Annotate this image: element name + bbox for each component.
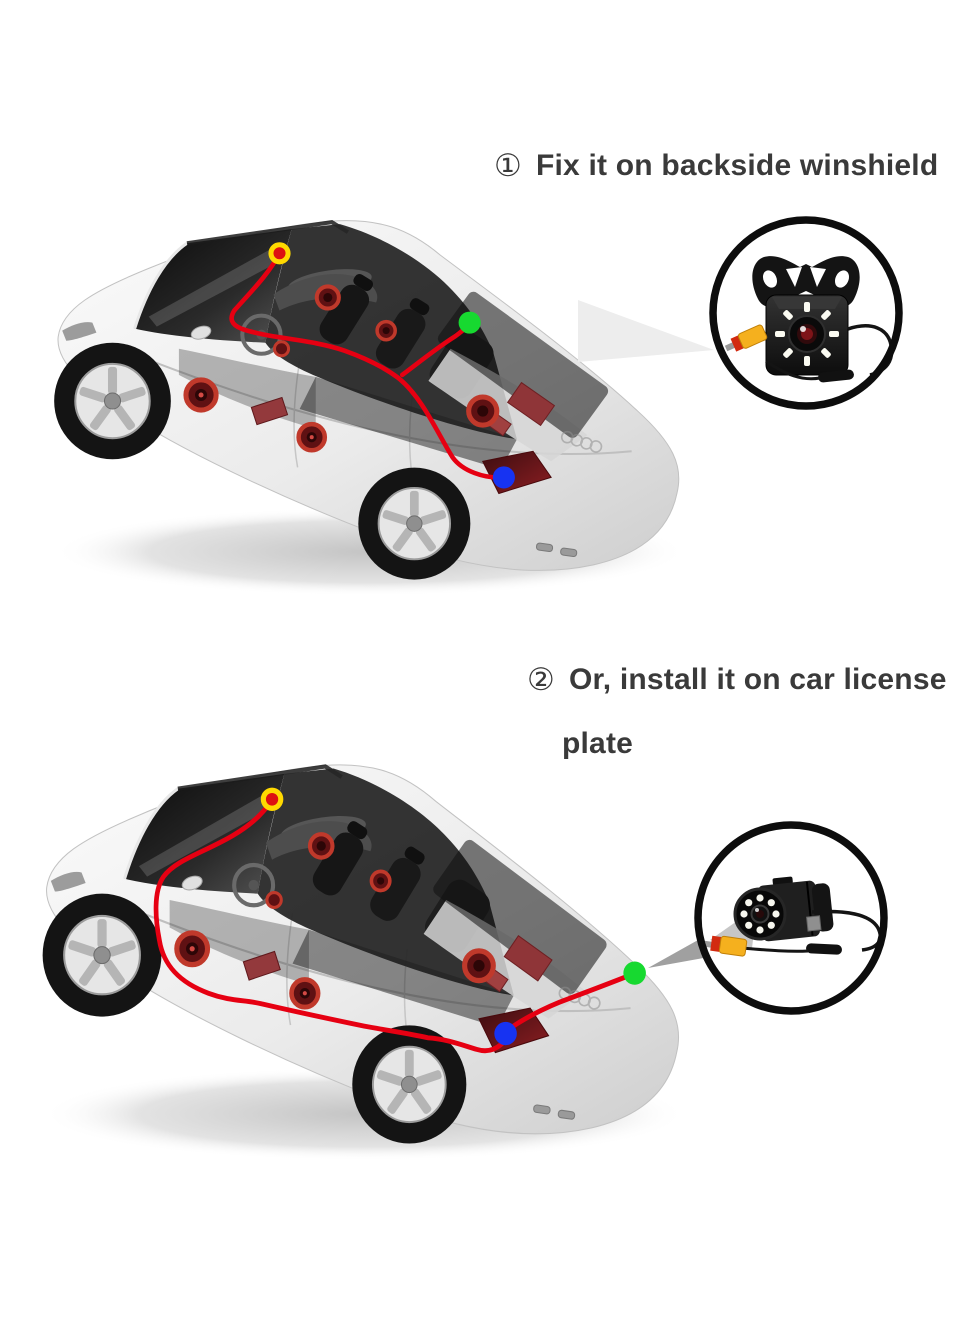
led-ring bbox=[775, 302, 839, 366]
led-ring bbox=[740, 894, 780, 934]
step1-caption-text: Fix it on backside winshield bbox=[536, 149, 939, 182]
step1-number: ① bbox=[494, 148, 522, 184]
car-cutaway-illustration bbox=[42, 765, 687, 1161]
windshield-unit-marker bbox=[260, 787, 284, 811]
wire-route-1 bbox=[229, 250, 505, 480]
camera-cable bbox=[741, 909, 883, 955]
camera-bracket bbox=[752, 253, 860, 307]
rca-connector bbox=[724, 324, 768, 352]
camera-face bbox=[733, 887, 787, 941]
magnifier-ring bbox=[694, 821, 888, 1015]
inset-bracket-camera bbox=[709, 216, 903, 410]
step1-caption: ① Fix it on backside winshield bbox=[494, 149, 938, 184]
taillight-power-marker bbox=[492, 466, 515, 489]
car-figure-windshield-install bbox=[28, 198, 692, 600]
car-figure-license-plate-install bbox=[16, 741, 692, 1165]
step2-number: ② bbox=[527, 662, 555, 698]
taillight-power-marker bbox=[494, 1021, 517, 1046]
step2-caption-text: Or, install it on car license bbox=[569, 663, 947, 696]
step2-caption-line2: plate bbox=[562, 727, 633, 762]
rca-connector bbox=[702, 935, 748, 957]
magnifier-ring bbox=[709, 216, 903, 410]
car-cutaway-illustration bbox=[53, 221, 687, 596]
inset-flush-camera bbox=[694, 821, 888, 1015]
callout-beam-1 bbox=[578, 300, 714, 362]
camera-lens bbox=[788, 315, 826, 353]
step2-caption: ② Or, install it on car license bbox=[527, 663, 947, 698]
license-plate-camera-marker bbox=[623, 961, 646, 985]
step2-caption-text2: plate bbox=[562, 727, 634, 760]
rear-shelf-camera-marker bbox=[458, 311, 481, 334]
windshield-unit-marker bbox=[268, 242, 291, 265]
